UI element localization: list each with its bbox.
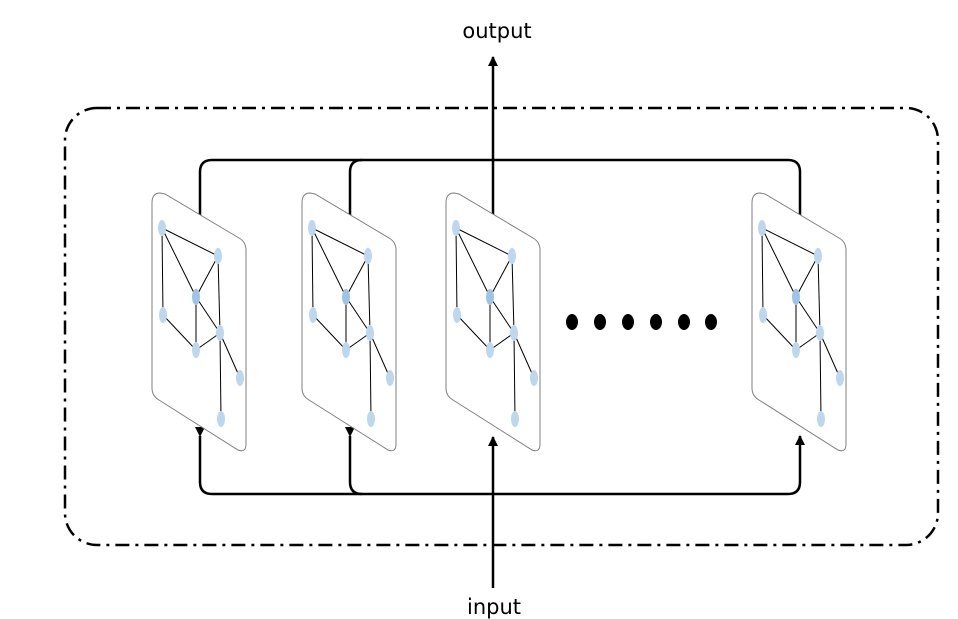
graph-node — [510, 325, 518, 341]
graph-edge — [161, 227, 164, 316]
panel-frame — [301, 192, 397, 452]
graph-node — [386, 370, 394, 386]
graph-edge — [455, 227, 491, 298]
graph-edge — [795, 255, 819, 298]
graph-edge — [819, 332, 822, 420]
graph-edge — [161, 227, 197, 298]
graph-edge — [195, 332, 221, 351]
graph-node — [214, 248, 222, 264]
graph-edge — [162, 314, 197, 351]
graph-edge — [369, 332, 391, 379]
graph-node — [530, 370, 538, 386]
graph-edge — [195, 296, 221, 334]
graph-node — [816, 325, 824, 341]
graph-edge — [161, 227, 219, 257]
graph-node — [342, 342, 350, 358]
graph-edge — [311, 227, 314, 316]
graph-node — [309, 307, 317, 323]
graph-node — [508, 248, 516, 264]
ellipsis-dot — [705, 314, 717, 330]
graph-edge — [219, 332, 222, 420]
graph-edge — [513, 332, 516, 420]
panel-frame — [445, 192, 541, 452]
ellipsis-dot — [650, 314, 662, 330]
graph-edge — [311, 227, 369, 257]
ellipsis-dot — [622, 314, 634, 330]
graph-edge — [345, 296, 371, 334]
graph-node — [758, 220, 766, 236]
graph-panel — [445, 192, 541, 452]
ellipsis-dot — [566, 314, 578, 330]
recurrence-boundary — [63, 106, 940, 547]
graph-panel — [751, 192, 847, 452]
graph-edge — [817, 255, 821, 334]
graph-edge — [455, 227, 458, 316]
ellipsis-dot — [594, 314, 606, 330]
ellipsis — [566, 314, 717, 330]
output-label: output — [462, 19, 531, 43]
panel-frame — [751, 192, 847, 452]
graph-edge — [795, 332, 821, 351]
graph-node — [836, 370, 844, 386]
graph-edge — [795, 296, 821, 334]
graph-node — [216, 325, 224, 341]
graph-node — [792, 342, 800, 358]
graph-node — [236, 370, 244, 386]
graph-edge — [761, 227, 819, 257]
top-connection-inner — [348, 158, 363, 215]
graph-edge — [489, 332, 515, 351]
panel-frame — [151, 192, 247, 452]
graph-edge — [511, 255, 515, 334]
graph-edge — [219, 332, 241, 379]
graph-node — [342, 289, 350, 305]
graph-node — [486, 289, 494, 305]
graph-edge — [456, 314, 491, 351]
bottom-connection-inner — [345, 427, 363, 496]
ellipsis-dot — [678, 314, 690, 330]
graph-node — [158, 220, 166, 236]
graph-node — [366, 325, 374, 341]
graph-edge — [513, 332, 535, 379]
graph-node — [367, 411, 375, 427]
graph-node — [452, 220, 460, 236]
graph-node — [308, 220, 316, 236]
graph-edge — [489, 255, 513, 298]
graph-edge — [345, 332, 371, 351]
graph-edge — [819, 332, 841, 379]
graph-node — [792, 289, 800, 305]
bottom-connection-outer — [195, 427, 805, 496]
graph-node — [486, 342, 494, 358]
graph-edge — [455, 227, 513, 257]
graph-node — [159, 307, 167, 323]
graph-edge — [195, 255, 219, 298]
graph-node — [192, 289, 200, 305]
graph-edge — [489, 296, 515, 334]
graph-panels — [151, 192, 847, 452]
graph-edge — [311, 227, 347, 298]
graph-edge — [367, 255, 371, 334]
graph-node — [759, 307, 767, 323]
graph-edge — [369, 332, 372, 420]
graph-edge — [312, 314, 347, 351]
graph-edge — [345, 255, 369, 298]
graph-node — [511, 411, 519, 427]
graph-edge — [761, 227, 797, 298]
graph-panel — [151, 192, 247, 452]
graph-edge — [217, 255, 221, 334]
graph-edge — [761, 227, 764, 316]
graph-node — [192, 342, 200, 358]
graph-node — [817, 411, 825, 427]
graph-node — [453, 307, 461, 323]
input-label: input — [467, 595, 521, 619]
graph-node — [814, 248, 822, 264]
graph-node — [364, 248, 372, 264]
graph-node — [217, 411, 225, 427]
top-connection-outer — [198, 158, 802, 215]
graph-panel — [301, 192, 397, 452]
graph-edge — [762, 314, 797, 351]
